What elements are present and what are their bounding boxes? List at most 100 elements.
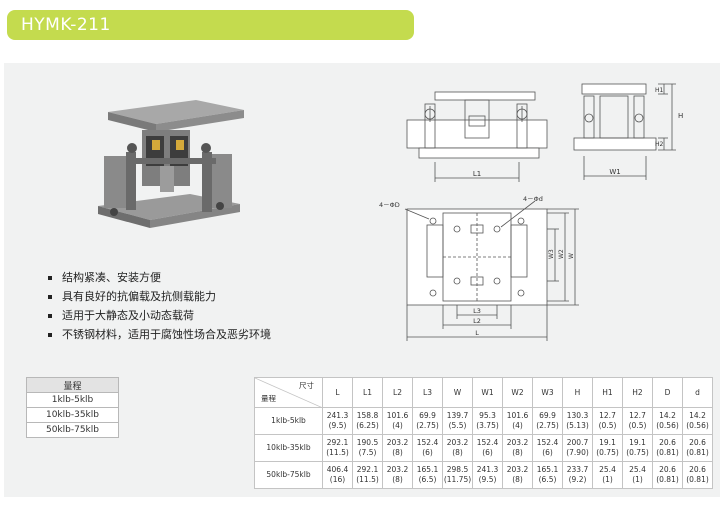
- hole-label-d: 4－Φd: [523, 195, 543, 203]
- value-inch: (6.5): [538, 475, 557, 484]
- dim-label-L2: L2: [473, 317, 481, 325]
- plan-view-drawing: 4－ΦD 4－Φd L3 L2 L W3 W2 W: [379, 195, 579, 341]
- value-mm: 241.3: [326, 411, 349, 420]
- value-mm: 101.6: [386, 411, 409, 420]
- value-inch: (3.75): [476, 421, 499, 430]
- value-inch: (11.5): [326, 448, 349, 457]
- value-inch: (9.5): [328, 421, 347, 430]
- dim-label-W: W: [568, 253, 575, 259]
- table-cell: 69.9(2.75): [412, 407, 443, 435]
- table-cell: 152.4(6): [532, 434, 563, 462]
- dim-label-L3: L3: [473, 307, 481, 315]
- column-header-l: L: [322, 377, 353, 408]
- value-mm: 165.1: [416, 465, 439, 474]
- dim-label-L: L: [475, 329, 479, 337]
- value-inch: (0.5): [598, 421, 617, 430]
- table-cell: 241.3(9.5): [472, 461, 503, 489]
- row-label: 50klb-75klb: [254, 461, 323, 489]
- value-inch: (6.5): [418, 475, 437, 484]
- value-inch: (1): [632, 475, 643, 484]
- dim-label-W1: W1: [609, 168, 620, 176]
- value-mm: 25.4: [599, 465, 616, 474]
- value-inch: (0.56): [656, 421, 679, 430]
- column-header-l3: L3: [412, 377, 443, 408]
- value-mm: 25.4: [629, 465, 646, 474]
- value-inch: (0.75): [626, 448, 649, 457]
- table-cell: 19.1(0.75): [622, 434, 653, 462]
- table-cell: 203.2(8): [382, 434, 413, 462]
- table-cell: 12.7(0.5): [622, 407, 653, 435]
- column-header-w3: W3: [532, 377, 563, 408]
- value-inch: (0.81): [656, 475, 679, 484]
- row-label: 1klb-5klb: [254, 407, 323, 435]
- value-inch: (4): [512, 421, 523, 430]
- value-inch: (0.81): [686, 475, 709, 484]
- column-header-w1: W1: [472, 377, 503, 408]
- table-cell: 233.7(9.2): [562, 461, 593, 489]
- column-header-w: W: [442, 377, 473, 408]
- value-mm: 292.1: [356, 465, 379, 474]
- value-inch: (8): [512, 448, 523, 457]
- value-inch: (2.75): [416, 421, 439, 430]
- range-header: 量程: [26, 377, 119, 393]
- value-inch: (8): [392, 448, 403, 457]
- bullet-icon: [48, 275, 52, 280]
- dim-label-W3: W3: [548, 249, 555, 259]
- value-mm: 203.2: [506, 438, 529, 447]
- value-mm: 20.6: [659, 465, 676, 474]
- value-inch: (4): [392, 421, 403, 430]
- column-header-d: d: [682, 377, 713, 408]
- value-inch: (6.25): [356, 421, 379, 430]
- value-mm: 95.3: [479, 411, 496, 420]
- table-cell: 130.3(5.13): [562, 407, 593, 435]
- table-cell: 139.7(5.5): [442, 407, 473, 435]
- value-inch: (8): [512, 475, 523, 484]
- value-mm: 203.2: [446, 438, 469, 447]
- column-header-h: H: [562, 377, 593, 408]
- table-cell: 165.1(6.5): [532, 461, 563, 489]
- table-cell: 165.1(6.5): [412, 461, 443, 489]
- range-row: 50klb-75klb: [26, 422, 119, 438]
- feature-item: 结构紧凑、安装方便: [48, 268, 271, 287]
- table-cell: 203.2(8): [502, 434, 533, 462]
- feature-item: 不锈钢材料，适用于腐蚀性场合及恶劣环境: [48, 325, 271, 344]
- value-mm: 203.2: [386, 465, 409, 474]
- table-cell: 203.2(8): [502, 461, 533, 489]
- column-header-l1: L1: [352, 377, 383, 408]
- value-inch: (7.5): [358, 448, 377, 457]
- table-cell: 20.6(0.81): [652, 434, 683, 462]
- dim-label-H2: H2: [655, 141, 664, 148]
- value-mm: 165.1: [536, 465, 559, 474]
- range-table: 量程 1klb-5klb 10klb-35klb 50klb-75klb: [26, 377, 119, 438]
- table-cell: 14.2(0.56): [682, 407, 713, 435]
- product-photo: [98, 100, 244, 228]
- value-mm: 190.5: [356, 438, 379, 447]
- bullet-icon: [48, 332, 52, 337]
- value-inch: (0.81): [686, 448, 709, 457]
- value-mm: 241.3: [476, 465, 499, 474]
- value-inch: (11.75): [443, 475, 472, 484]
- table-cell: 298.5(11.75): [442, 461, 473, 489]
- value-inch: (7.90): [566, 448, 589, 457]
- corner-diagonal: [255, 378, 323, 408]
- dim-label-W2: W2: [558, 249, 565, 259]
- table-cell: 19.1(0.75): [592, 434, 623, 462]
- corner-label-size: 尺寸: [299, 381, 314, 390]
- side-view-drawing: W1 H H1 H2: [573, 83, 683, 180]
- table-cell: 190.5(7.5): [352, 434, 383, 462]
- table-cell: 241.3(9.5): [322, 407, 353, 435]
- dim-label-H: H: [678, 112, 683, 120]
- value-mm: 203.2: [386, 438, 409, 447]
- value-mm: 69.9: [539, 411, 556, 420]
- table-cell: 152.4(6): [472, 434, 503, 462]
- value-mm: 20.6: [689, 438, 706, 447]
- value-mm: 69.9: [419, 411, 436, 420]
- table-cell: 203.2(8): [382, 461, 413, 489]
- corner-label-range: 量程: [261, 394, 276, 403]
- value-inch: (8): [452, 448, 463, 457]
- value-inch: (6): [542, 448, 553, 457]
